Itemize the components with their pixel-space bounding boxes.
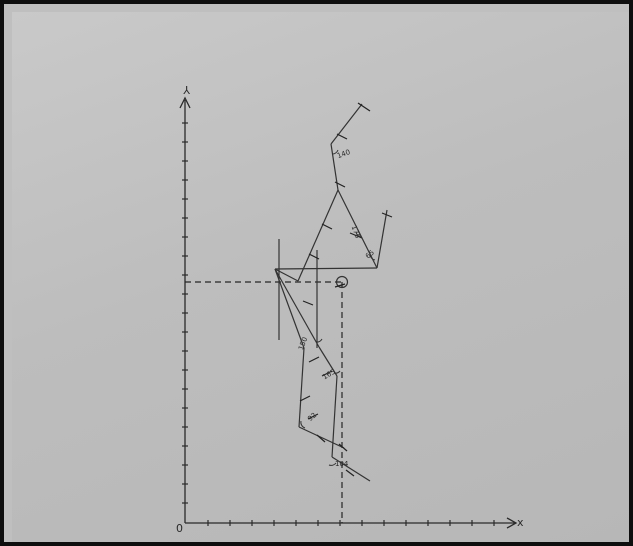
joint-hash-mark — [345, 469, 355, 477]
angle-arcs — [300, 149, 376, 466]
angle-label-104: 104 — [335, 460, 349, 468]
angle-annotations: 140 175 65 150 165 92 104 — [297, 148, 376, 468]
angle-label-150: 150 — [297, 336, 309, 351]
angle-arc-104 — [328, 462, 337, 466]
joint-hash-mark — [299, 395, 311, 402]
joint-hash-mark — [336, 133, 348, 140]
hand-segment — [330, 103, 363, 145]
thigh-1-segment — [274, 268, 320, 348]
shank-2-segment — [298, 347, 305, 428]
origin-label: 0 — [176, 522, 183, 535]
angle-arc-65 — [369, 253, 376, 261]
angle-label-165: 165 — [321, 368, 337, 382]
angle-label-175: 175 — [350, 224, 362, 239]
toe-segment — [331, 456, 371, 482]
joint-hash-mark — [308, 253, 320, 260]
joint-hash-mark — [302, 300, 314, 306]
joint-hash-mark — [334, 283, 346, 288]
paper-sheet — [12, 12, 629, 542]
joint-hash-mark — [357, 102, 371, 112]
y-axis-label: Y — [183, 83, 191, 96]
hand-drawn-sketch: Y x 0 — [176, 83, 524, 535]
joint-hash-mark — [316, 434, 326, 443]
angle-arc-165 — [333, 370, 341, 374]
joint-hash-mark — [334, 181, 346, 188]
shoulder-segment — [274, 267, 378, 270]
joint-hash-mark — [321, 223, 333, 230]
foot-2-segment — [298, 426, 345, 449]
joint-hash-mark — [338, 443, 348, 452]
projection-lines — [185, 275, 349, 523]
foot-1-segment — [331, 375, 338, 458]
joint-hash-marks — [299, 102, 393, 477]
coordinate-axes: Y x 0 — [176, 83, 524, 535]
angle-label-140: 140 — [336, 148, 351, 160]
angle-label-65: 65 — [364, 249, 376, 261]
forearm-2-segment — [376, 209, 388, 269]
x-axis-ticks — [207, 520, 495, 526]
trunk-segment — [297, 189, 339, 282]
x-axis-label: x — [517, 516, 524, 529]
center-of-mass-marker — [335, 275, 349, 289]
joint-hash-mark — [321, 370, 333, 377]
angle-arc-140 — [331, 149, 339, 155]
y-axis-arrowhead — [179, 96, 191, 109]
angle-label-92: 92 — [306, 411, 318, 423]
x-axis-arrowhead — [506, 517, 518, 529]
joint-hash-mark — [308, 356, 320, 363]
joint-hash-mark — [307, 413, 319, 420]
shank-1-segment — [318, 346, 338, 377]
thigh-2-segment — [274, 268, 305, 349]
joint-hash-mark — [381, 212, 393, 218]
angle-arc-92 — [300, 420, 306, 429]
y-axis-ticks — [182, 122, 188, 504]
angle-arc-175 — [355, 231, 363, 238]
angle-arc-150 — [315, 338, 323, 343]
stick-figure — [274, 103, 388, 482]
